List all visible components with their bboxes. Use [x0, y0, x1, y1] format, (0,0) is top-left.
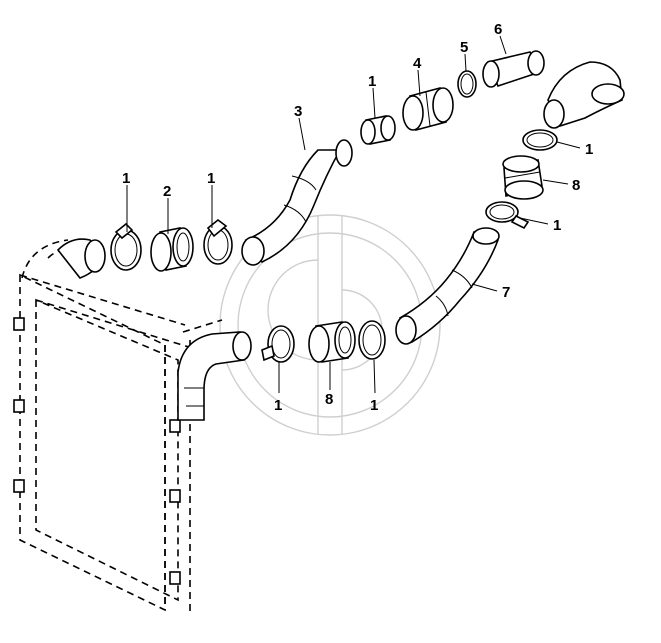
callout-label: 5: [460, 39, 468, 56]
callout-label: 1: [122, 170, 130, 187]
intercooler-hose-lower: [395, 227, 500, 345]
hose-clamp-right-lower: [485, 201, 530, 230]
turbo-outlet-elbow: [543, 61, 625, 129]
callout-label: 6: [494, 21, 502, 38]
hose-clamp-lower-left: [261, 325, 295, 363]
charge-air-cooler: [13, 239, 226, 612]
callout-label: 7: [502, 284, 510, 301]
callout-label: 8: [572, 177, 580, 194]
connector-sleeve-upper-left: [150, 227, 194, 272]
callout-label: 1: [370, 397, 378, 414]
callout-label: 2: [163, 183, 171, 200]
callout-label: 3: [294, 103, 302, 120]
connector-sleeve-top: [402, 87, 454, 131]
hose-clamp-small-top: [457, 70, 477, 98]
elbow-connector-top: [482, 50, 545, 88]
hose-clamp-upper-left-b: [203, 218, 233, 265]
connector-sleeve-right: [502, 155, 544, 200]
callout-label: 1: [368, 73, 376, 90]
connector-sleeve-lower: [308, 321, 356, 363]
callout-label: 4: [413, 55, 422, 72]
cooler-brackets: [13, 317, 181, 585]
callout-label: 1: [585, 141, 593, 158]
callout-label: 1: [553, 217, 561, 234]
callout-label: 1: [207, 170, 215, 187]
callout-labels: 1 2 1 3 1 4 5 6 1 8 1 7 1 8 1: [122, 21, 593, 414]
cooler-outlet-elbow: [177, 331, 252, 421]
hose-clamp-right-upper: [522, 129, 558, 151]
leader-lines: [126, 35, 581, 394]
hose-clamp-lower-right: [358, 320, 386, 360]
intercooler-hose-upper: [241, 139, 353, 266]
cooler-inlet-stub: [56, 238, 106, 279]
hose-clamp-top: [360, 115, 396, 145]
hose-clamp-upper-left-a: [110, 222, 142, 271]
callout-label: 8: [325, 391, 333, 408]
callout-label: 1: [274, 397, 282, 414]
